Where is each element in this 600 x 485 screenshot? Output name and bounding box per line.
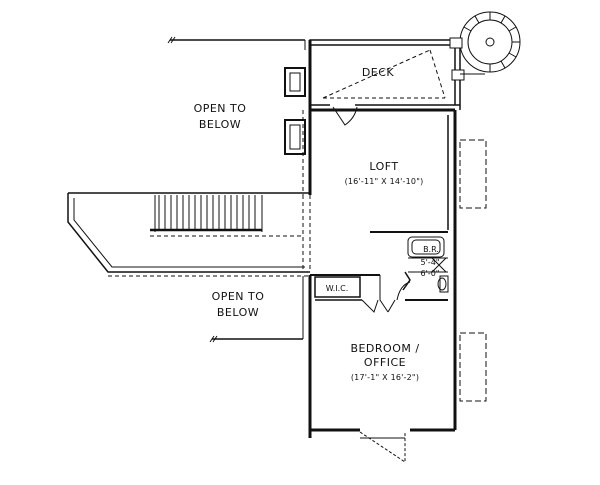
walk-in-closet bbox=[310, 274, 396, 313]
columns-left bbox=[284, 67, 306, 155]
fixture-dim-2: 6'-0" bbox=[421, 269, 440, 278]
open-to-below-label-top: OPEN TO bbox=[194, 102, 247, 115]
fixture-dim-1: 5'-4" bbox=[421, 258, 440, 267]
bedroom-window-right bbox=[459, 332, 487, 402]
loft-dimensions: (16'-11" X 14'-10") bbox=[345, 177, 424, 186]
bath-area bbox=[396, 236, 449, 301]
deck-area bbox=[308, 39, 461, 126]
open-to-below-label-bottom-2: BELOW bbox=[217, 306, 259, 319]
loft-label: LOFT bbox=[369, 160, 398, 173]
bedroom-label: BEDROOM / bbox=[350, 342, 419, 355]
spiral-stair bbox=[449, 11, 521, 81]
deck-label: DECK bbox=[362, 66, 395, 79]
open-to-below-label-top-2: BELOW bbox=[199, 118, 241, 131]
wic-label: W.I.C. bbox=[326, 284, 349, 293]
bath-label: B.R. bbox=[423, 245, 439, 254]
lower-open-area bbox=[108, 275, 310, 343]
staircase bbox=[67, 192, 310, 273]
bedroom-dimensions: (17'-1" X 16'-2") bbox=[351, 373, 419, 382]
office-label: OFFICE bbox=[364, 356, 406, 369]
bedroom-walls bbox=[308, 275, 455, 463]
loft-window-right bbox=[459, 139, 487, 209]
loft-walls bbox=[302, 108, 457, 430]
open-to-below-label-bottom: OPEN TO bbox=[212, 290, 265, 303]
